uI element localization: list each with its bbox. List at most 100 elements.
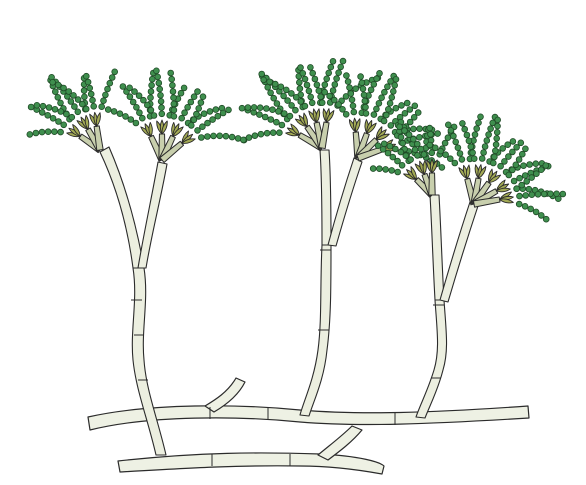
conidium-spore	[45, 129, 51, 135]
conidium-spore	[524, 179, 530, 185]
conidium-spore	[188, 99, 194, 105]
conidium-spore	[90, 97, 96, 103]
conidium-spore	[27, 132, 33, 138]
conidium-spore	[191, 94, 197, 100]
stalk-left-fork-a	[100, 147, 144, 268]
conidium-spore	[198, 100, 204, 106]
phialide	[466, 165, 470, 179]
conidium-spore	[390, 89, 396, 95]
conidium-spore	[264, 106, 270, 112]
conidium-spore	[415, 153, 421, 159]
conidium-spore	[155, 74, 161, 80]
conidium-spore	[258, 131, 264, 137]
conidium-spore	[488, 126, 494, 132]
conidium-spore	[324, 76, 330, 82]
conidium-spore	[72, 104, 78, 110]
conidial-heads	[27, 58, 566, 222]
conidium-spore	[492, 154, 498, 160]
conidium-spore	[368, 87, 374, 93]
conidium-spore	[370, 166, 376, 172]
conidium-spore	[464, 132, 470, 138]
conidium-spore	[379, 95, 385, 101]
conidium-spore	[360, 86, 366, 92]
conidium-spore	[188, 123, 194, 129]
conidium-spore	[435, 131, 441, 137]
conidium-spore	[407, 119, 413, 125]
conidium-spore	[474, 126, 480, 132]
phialide	[423, 160, 426, 174]
conidium-spore	[408, 157, 414, 163]
conidium-spore	[289, 103, 295, 109]
conidium-spore	[351, 109, 357, 115]
conidium-spore	[417, 134, 423, 140]
conidium-spore	[451, 133, 457, 139]
conidium-spore	[128, 117, 134, 123]
conidium-spore	[274, 119, 280, 125]
conidium-spore	[519, 182, 525, 188]
conidium-spore	[61, 122, 67, 128]
conidium-spore	[402, 110, 408, 116]
conidium-spore	[453, 139, 459, 145]
conidium-spore	[69, 114, 75, 120]
conidium-spore	[289, 91, 295, 97]
conidium-spore	[105, 107, 111, 113]
conidium-spore	[517, 193, 523, 199]
conidium-spore	[220, 110, 226, 116]
conidium-spore	[148, 89, 154, 95]
conidium-spore	[229, 134, 235, 140]
branch	[429, 173, 435, 195]
conidium-spore	[328, 64, 334, 70]
conidium-spore	[385, 84, 391, 90]
conidium-spore	[459, 157, 465, 163]
conidium-spore	[159, 111, 165, 117]
conidium-spore	[382, 89, 388, 95]
conidium-spore	[392, 82, 398, 88]
conidium-spore	[259, 71, 265, 77]
conidium-spore	[45, 112, 51, 118]
conidium-spore	[513, 162, 519, 168]
phialide	[96, 113, 100, 127]
conidium-spore	[158, 92, 164, 98]
conidium-spore	[421, 152, 427, 158]
conidium-spore	[543, 163, 549, 169]
conidium-spore	[330, 88, 336, 94]
conidium-spore	[486, 132, 492, 138]
conidium-spore	[529, 175, 535, 181]
conidium-spore	[310, 70, 316, 76]
conidium-spore	[381, 118, 387, 124]
conidium-spore	[541, 191, 547, 197]
conidium-spore	[492, 148, 498, 154]
conidium-spore	[548, 191, 554, 197]
conidium-spore	[519, 151, 525, 157]
conidium-spore	[201, 111, 207, 117]
conidium-spore	[268, 117, 274, 123]
conidium-spore	[85, 79, 91, 85]
conidium-spore	[304, 82, 310, 88]
conidium-spore	[200, 124, 206, 130]
conidium-spore	[123, 114, 129, 120]
conidium-spore	[168, 70, 174, 76]
conidium-spore	[533, 161, 539, 167]
conidium-spore	[296, 80, 302, 86]
conidium-spore	[490, 160, 496, 166]
conidium-spore	[50, 79, 56, 85]
conidium-spore	[362, 98, 368, 104]
conidium-spore	[412, 147, 418, 153]
conidium-spore	[205, 134, 211, 140]
conidium-spore	[506, 172, 512, 178]
conidium-spore	[91, 103, 97, 109]
conidium-spore	[262, 114, 268, 120]
hypha-lower	[118, 453, 384, 474]
conidium-spore	[522, 203, 528, 209]
conidium-spore	[226, 107, 232, 113]
conidium-spore	[447, 156, 453, 162]
conidium-spore	[452, 160, 458, 166]
conidium-spore	[270, 107, 276, 113]
conidium-spore	[502, 159, 508, 165]
conidium-spore	[472, 132, 478, 138]
conidium-spore	[297, 86, 303, 92]
conidium-spore	[83, 106, 89, 112]
conidium-spore	[407, 107, 413, 113]
conidium-spore	[428, 131, 434, 137]
conidium-spore	[158, 99, 164, 105]
